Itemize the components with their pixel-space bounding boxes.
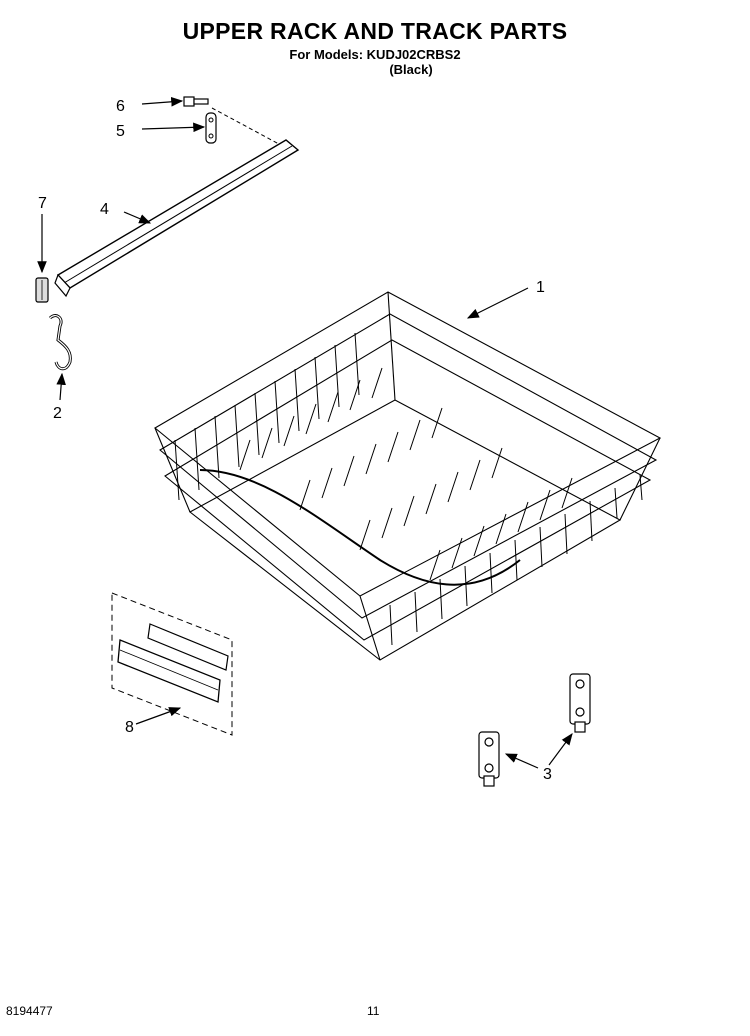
part-5-bracket[interactable] <box>205 112 217 144</box>
part-1-upper-rack[interactable] <box>154 291 662 661</box>
color-line: (Black) <box>389 62 433 77</box>
models-subtitle: For Models: KUDJ02CRBS2 (Black) <box>0 47 750 77</box>
page-title: UPPER RACK AND TRACK PARTS <box>182 18 568 44</box>
page-number: 11 <box>367 1004 380 1018</box>
callout-4: 4 <box>100 201 109 218</box>
part-6-screw[interactable] <box>183 96 209 107</box>
part-3-roller-left[interactable] <box>478 731 500 787</box>
callout-5: 5 <box>116 123 125 140</box>
part-3-roller-right[interactable] <box>569 673 591 733</box>
document-number: 8194477 <box>6 1004 53 1018</box>
part-4-track-rail[interactable] <box>54 139 300 298</box>
callout-arrows <box>37 97 573 769</box>
part-2-clip[interactable] <box>48 314 72 371</box>
part-7-stop-cap[interactable] <box>35 277 49 303</box>
callout-8: 8 <box>125 719 134 736</box>
callout-7: 7 <box>38 195 47 212</box>
part-8-handle[interactable] <box>111 592 233 736</box>
callout-3: 3 <box>543 766 552 783</box>
callout-2: 2 <box>53 405 62 422</box>
callout-1: 1 <box>536 279 545 296</box>
callout-6: 6 <box>116 98 125 115</box>
models-line: For Models: KUDJ02CRBS2 <box>289 47 461 62</box>
